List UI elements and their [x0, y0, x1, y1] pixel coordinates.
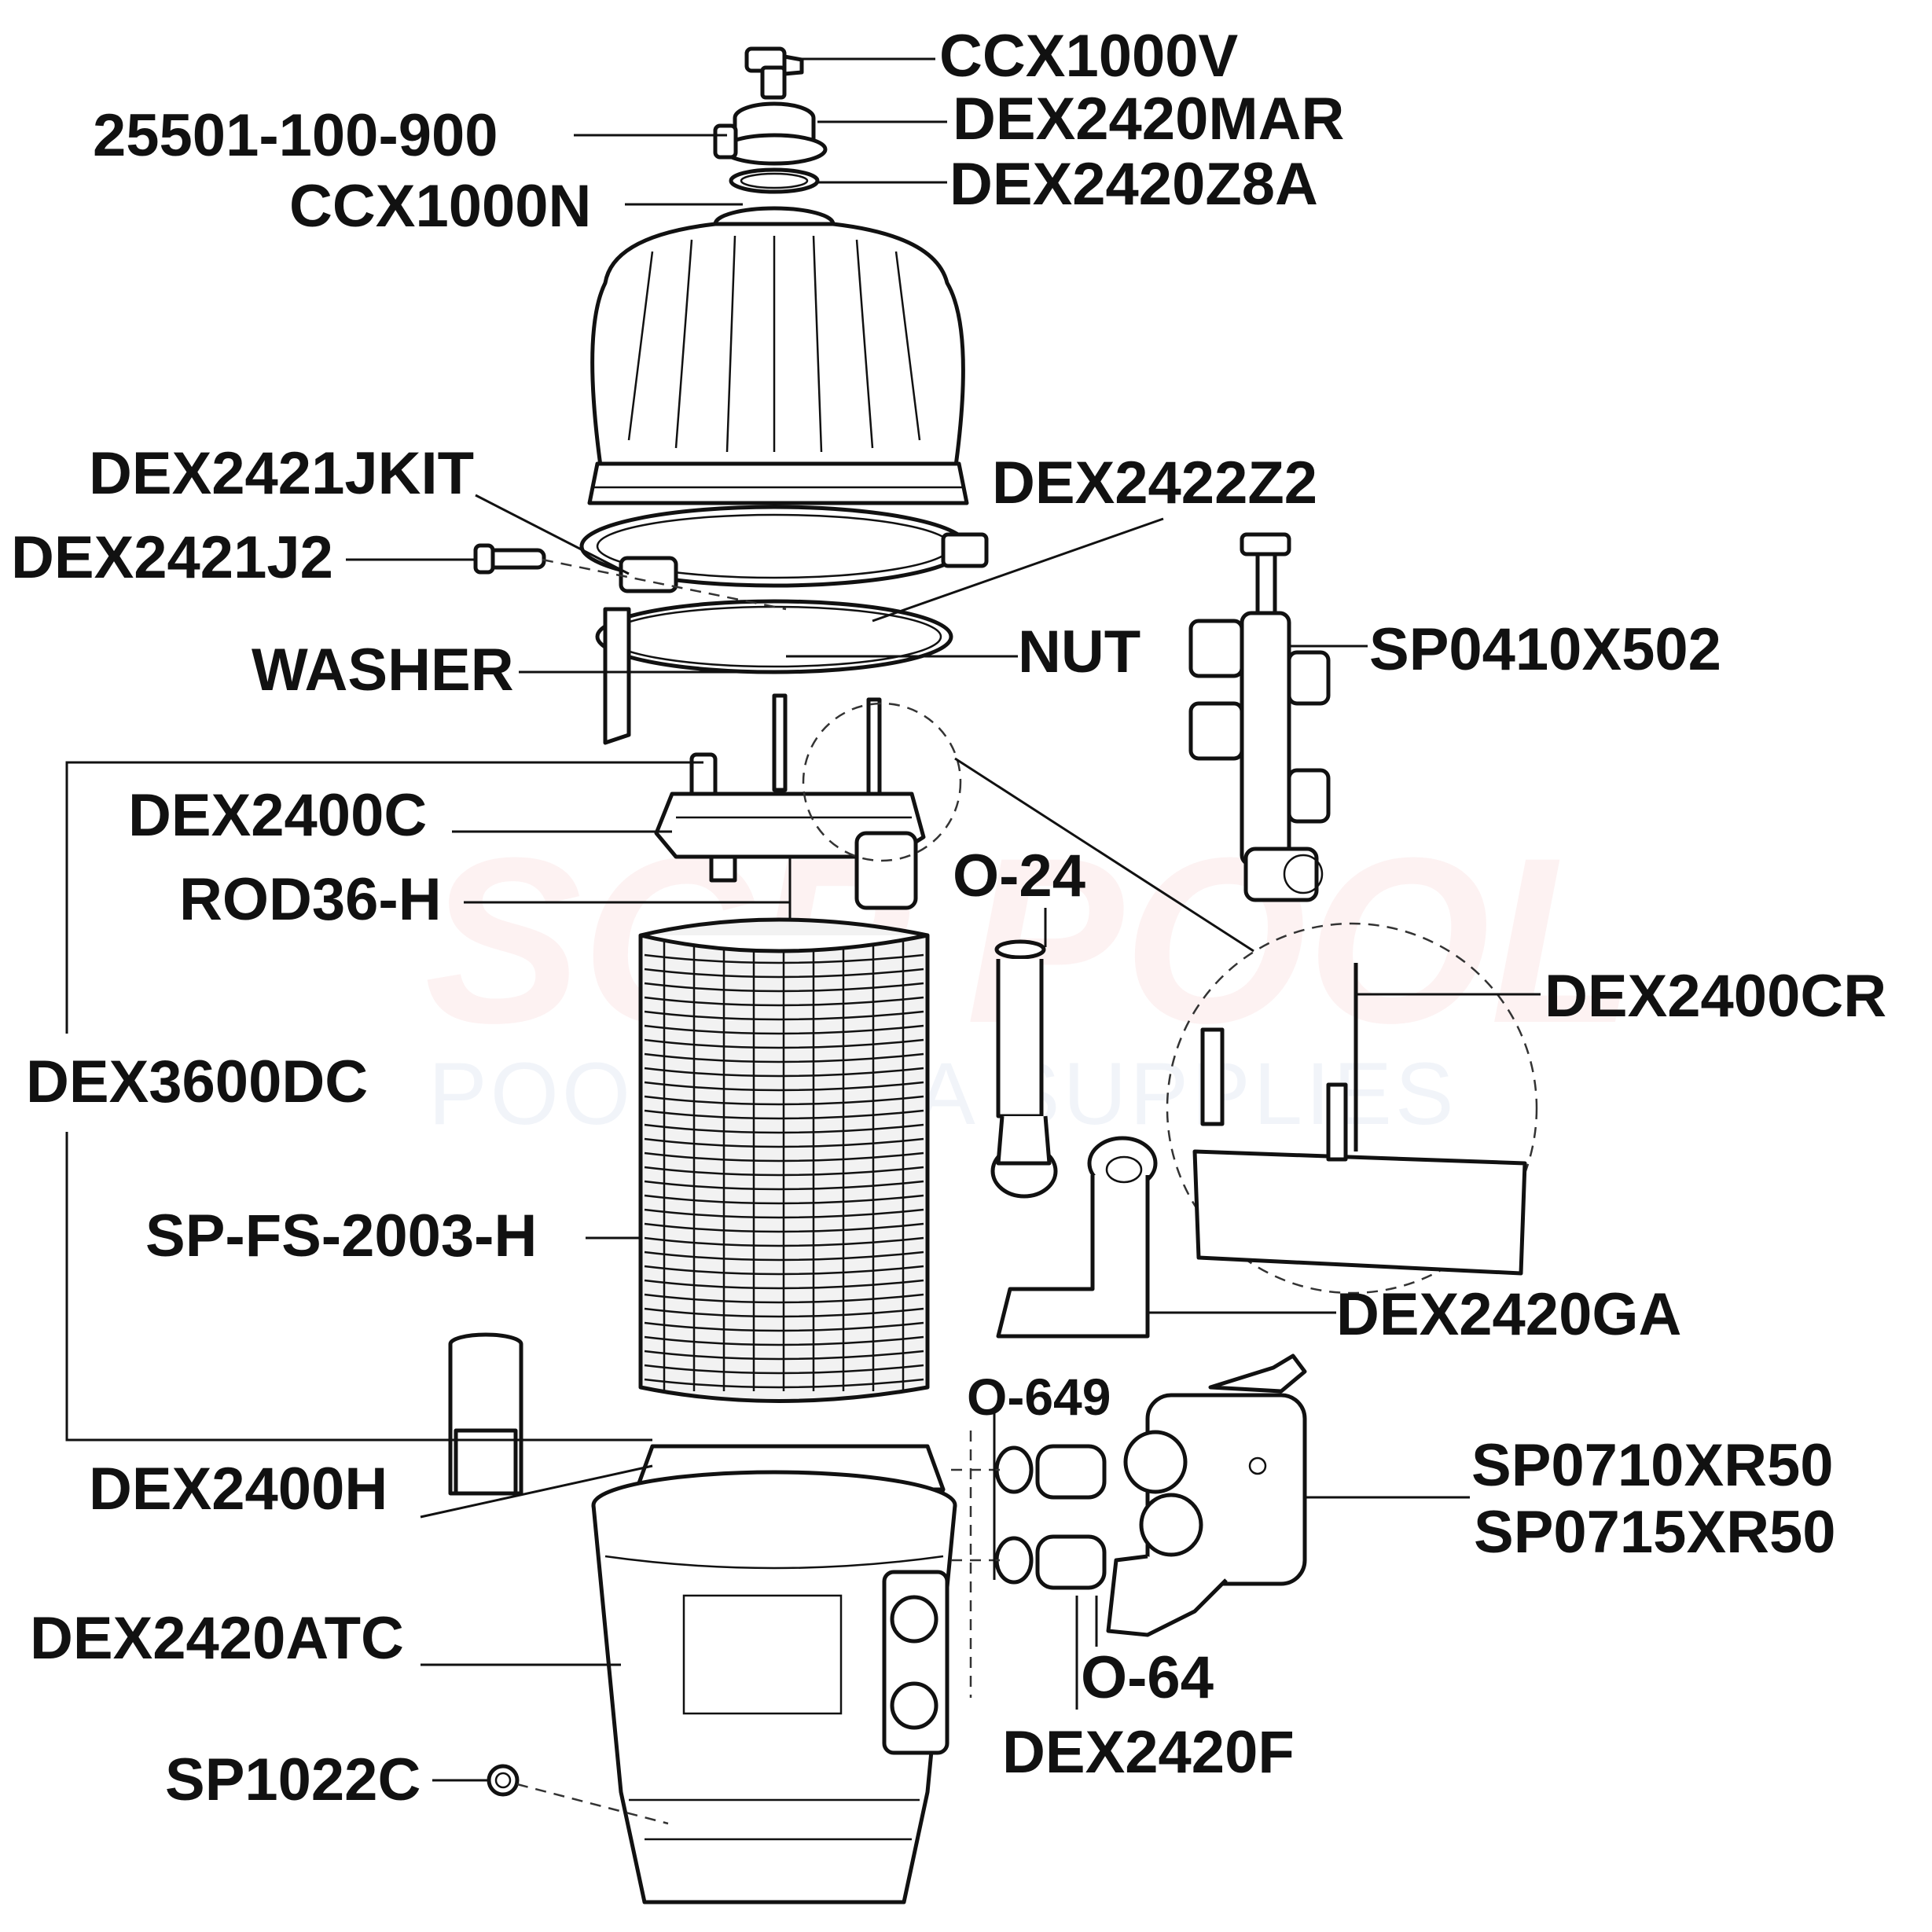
label-dex2420z8a: DEX2420Z8A: [949, 151, 1318, 218]
cartridge-grid-line: [644, 1194, 924, 1205]
label-sp0710xr50: SP0710XR50: [1471, 1432, 1834, 1499]
cartridge-grid-line: [644, 1364, 924, 1375]
cartridge-grid-line: [644, 1166, 924, 1177]
push-pull-valve: [1188, 532, 1331, 902]
filter-cartridge: [638, 917, 930, 1403]
label-sp0410x502: SP0410X502: [1369, 616, 1721, 683]
label-o-24: O-24: [953, 843, 1085, 909]
cartridge-grid-line: [644, 996, 924, 1007]
cartridge-grid-line: [644, 1222, 924, 1233]
cartridge-grid-line: [644, 953, 924, 964]
cartridge-grid-line: [644, 1321, 924, 1332]
cartridge-grid-line: [644, 1180, 924, 1191]
multiport-valve: [1106, 1354, 1307, 1637]
cartridge-grid-line: [644, 1137, 924, 1148]
label-sp0715xr50: SP0715XR50: [1474, 1499, 1836, 1566]
cartridge-grid-line: [644, 1251, 924, 1262]
bulkhead-elbow-pipe: [990, 939, 1058, 1199]
cartridge-grid-line: [644, 1024, 924, 1035]
label-ccx1000n: CCX1000N: [289, 173, 591, 240]
label-dex2420ga: DEX2420GA: [1336, 1281, 1681, 1348]
cartridge-grid-line: [644, 1095, 924, 1106]
cartridge-grid-line: [644, 1265, 924, 1276]
cartridge-grid-line: [644, 1350, 924, 1361]
label-o-649: O-649: [967, 1368, 1111, 1426]
cartridge-grid-line: [644, 1208, 924, 1219]
cartridge-grid-line: [644, 1010, 924, 1021]
cap-adapter: [713, 101, 828, 166]
label-ccx1000v: CCX1000V: [939, 23, 1239, 90]
label-washer: WASHER: [252, 637, 514, 703]
cartridge-grid-line: [644, 1038, 924, 1049]
cartridge-grid-line: [644, 968, 924, 979]
part-labels: CCX1000V 25501-100-900 DEX2420MAR CCX100…: [11, 23, 1886, 1813]
cartridge-grid-line: [644, 1307, 924, 1318]
leader-lines: [65, 57, 1541, 1782]
filter-tank: [591, 1470, 957, 1904]
label-sp1022c: SP1022C: [165, 1747, 421, 1813]
cap-o-ring: [729, 167, 820, 194]
return-elbow: [996, 1136, 1158, 1339]
standpipe: [448, 1332, 523, 1496]
label-dex3600dc: DEX3600DC: [26, 1049, 368, 1115]
clamp-knob-bracket: [603, 607, 631, 745]
zoom-inset: [802, 702, 1538, 1295]
air-relief-valve: [744, 46, 804, 100]
label-dex2400c: DEX2400C: [128, 782, 427, 849]
label-dex2400h: DEX2400H: [89, 1456, 388, 1522]
label-dex2420atc: DEX2420ATC: [30, 1605, 404, 1672]
cartridge-grid-line: [644, 1067, 924, 1078]
cartridge-grid-line: [644, 1123, 924, 1134]
label-sp-fs-2003-h: SP-FS-2003-H: [145, 1203, 537, 1269]
label-dex2421jkit: DEX2421JKIT: [89, 440, 474, 507]
watermark-tagline: POOL & SPA SUPPLIES: [428, 1045, 1457, 1143]
label-dex2400cr: DEX2400CR: [1544, 963, 1886, 1030]
cartridge-grid-line: [644, 1378, 924, 1389]
cartridge-grid-line: [644, 1236, 924, 1247]
cartridge-grid-line: [644, 1335, 924, 1346]
drain-plug: [487, 1764, 520, 1797]
cartridge-grid-line: [644, 1151, 924, 1163]
label-dex2420mar: DEX2420MAR: [953, 86, 1344, 152]
clamp-bolt: [473, 543, 546, 575]
cartridge-grid-line: [644, 1081, 924, 1092]
cartridge-grid-line: [644, 1279, 924, 1290]
label-o-64: O-64: [1081, 1644, 1214, 1711]
label-dex2421j2: DEX2421J2: [11, 524, 333, 591]
clamp-band: [579, 505, 989, 593]
label-25501-100-900: 25501-100-900: [93, 102, 498, 169]
label-dex2422z2: DEX2422Z2: [992, 450, 1317, 516]
cartridge-grid-line: [644, 982, 924, 993]
cartridge-grid-line: [644, 1052, 924, 1063]
cartridge-grid-line: [644, 1293, 924, 1304]
top-manifold: [654, 693, 926, 910]
union-fittings: [994, 1444, 1107, 1590]
label-rod36-h: ROD36-H: [179, 866, 442, 933]
cartridge-grid-line: [644, 1109, 924, 1120]
label-nut: NUT: [1018, 619, 1140, 685]
filter-lid: [587, 206, 969, 505]
label-dex2420f: DEX2420F: [1002, 1719, 1295, 1786]
